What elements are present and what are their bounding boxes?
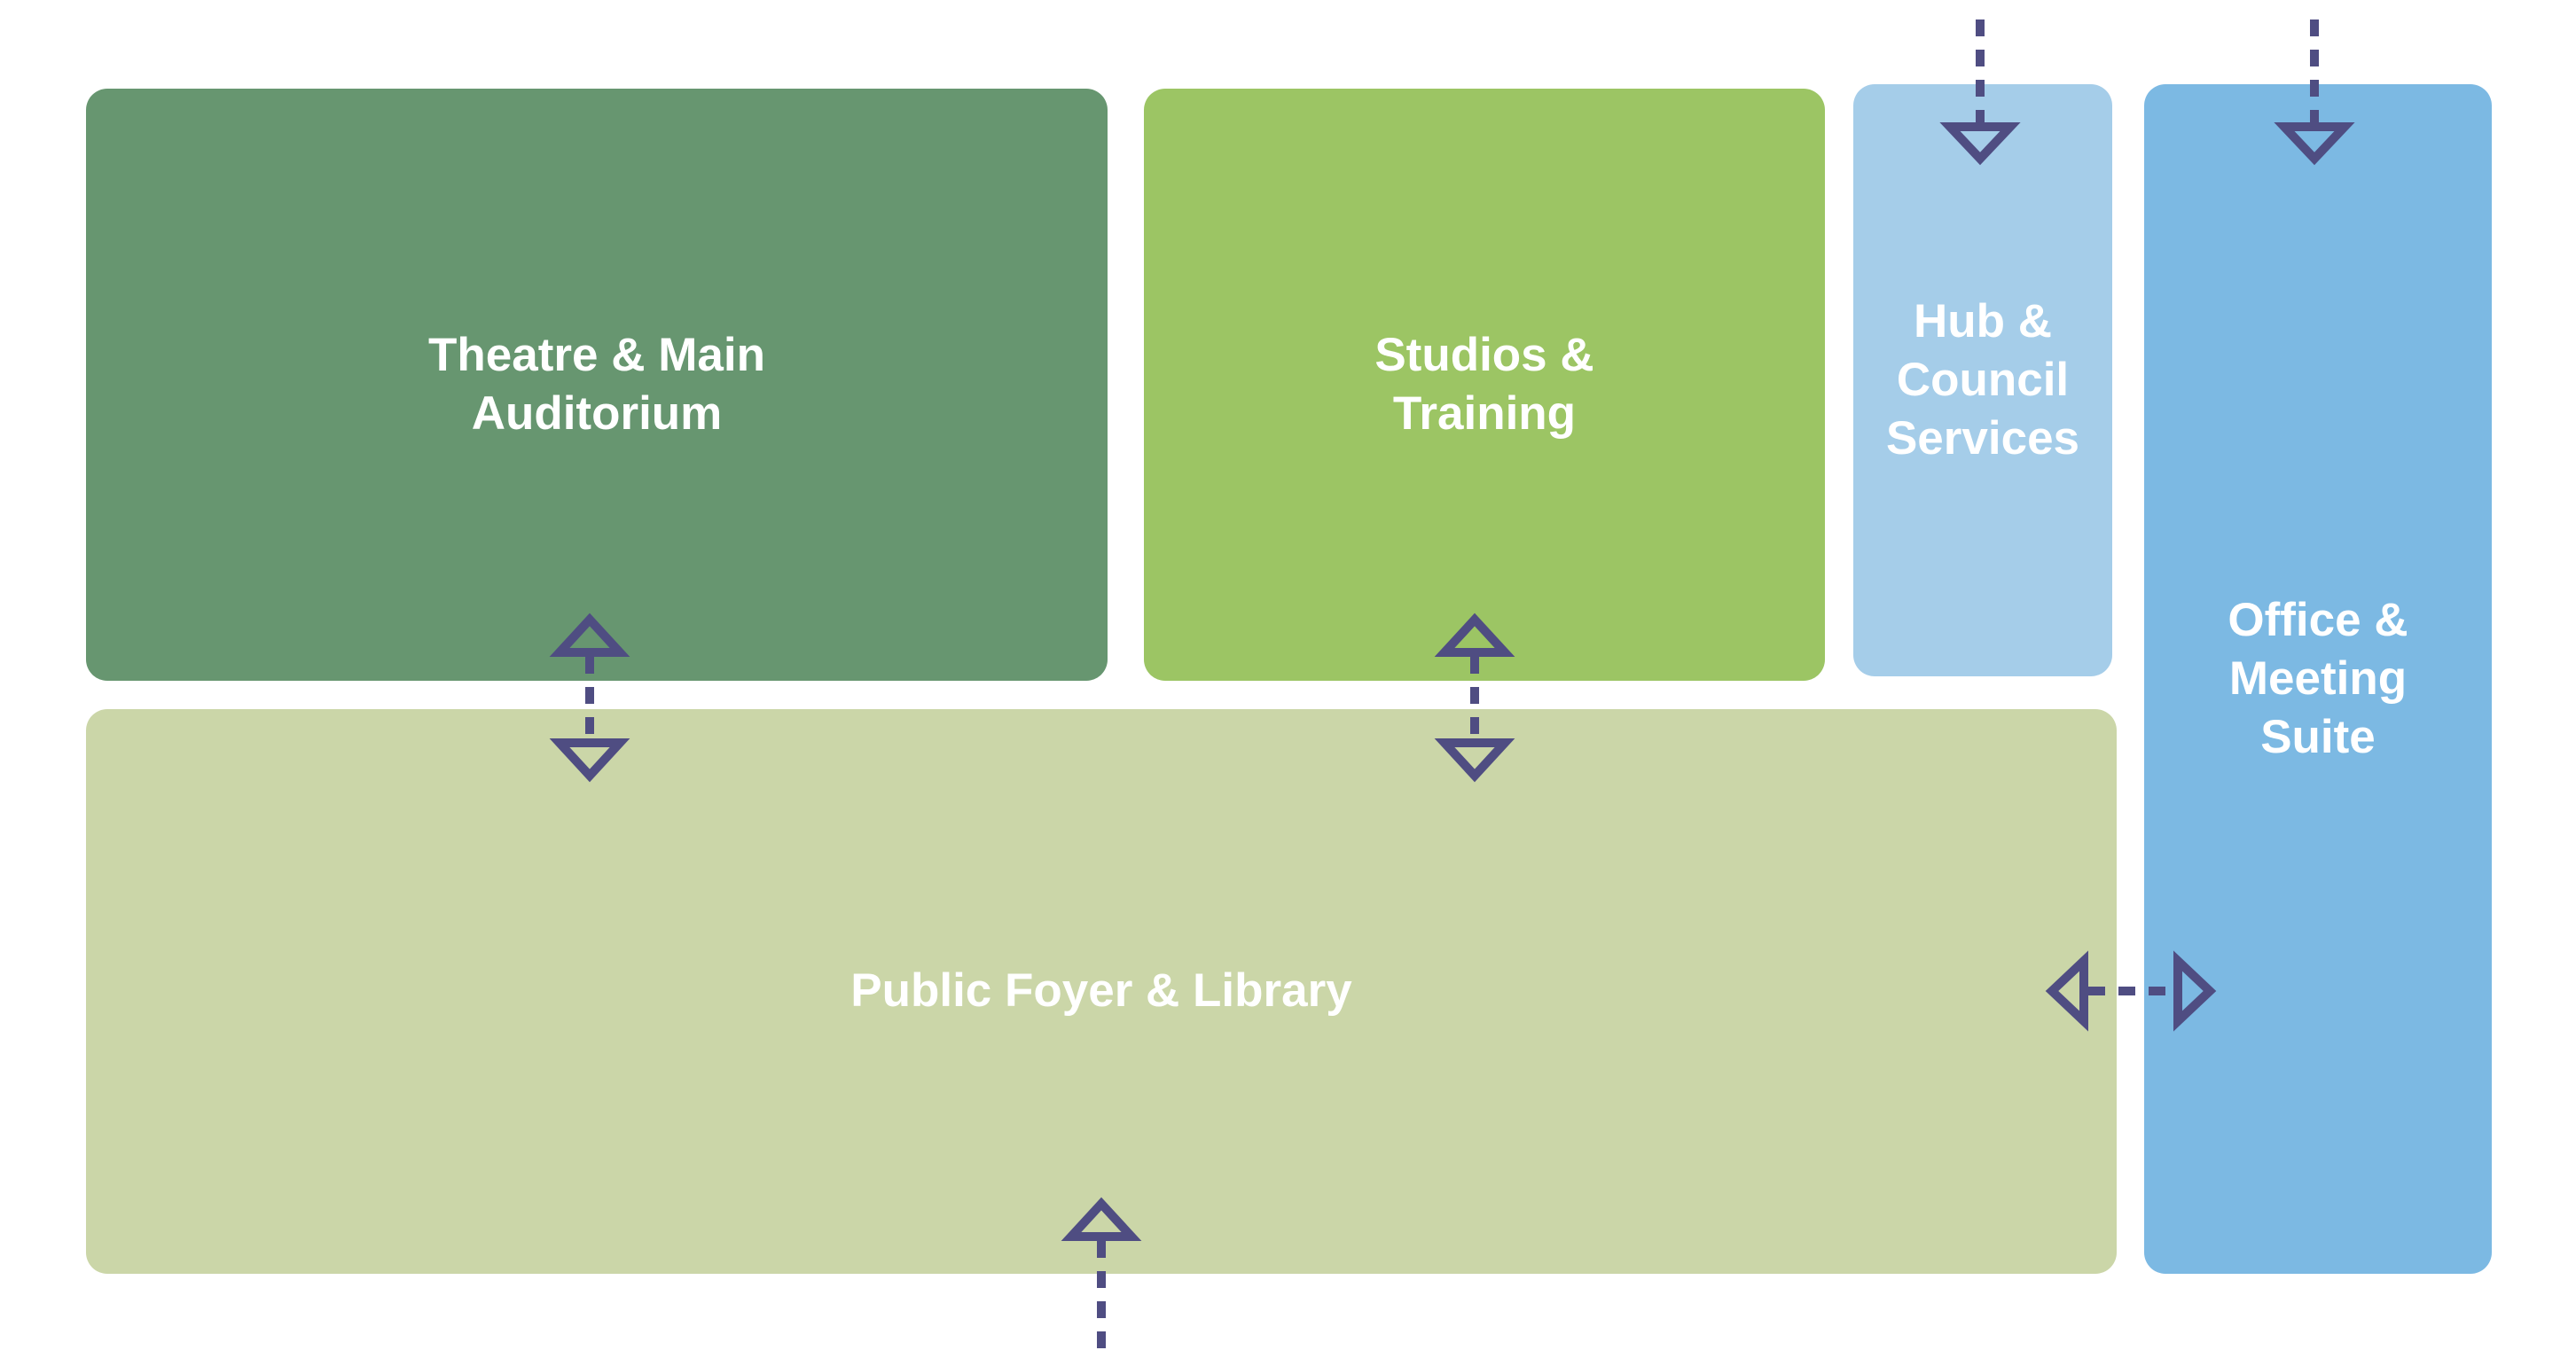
block-office-label: Office & Meeting Suite: [2228, 593, 2408, 764]
block-foyer-label: Public Foyer & Library: [850, 964, 1352, 1018]
block-public-foyer-library: Public Foyer & Library: [86, 709, 2117, 1274]
block-theatre-label: Theatre & Main Auditorium: [428, 328, 765, 440]
double-arrow-icon-foyer-office: [2045, 950, 2217, 1032]
block-hub-council-services: Hub & Council Services: [1853, 84, 2112, 676]
double-arrow-icon-theatre-foyer: [549, 613, 630, 783]
up-arrow-icon-entry-foyer: [1061, 1197, 1142, 1354]
down-arrow-icon-entry-office: [2274, 20, 2355, 166]
block-office-meeting-suite: Office & Meeting Suite: [2144, 84, 2492, 1274]
block-studios-label: Studios & Training: [1374, 328, 1594, 440]
block-theatre-main-auditorium: Theatre & Main Auditorium: [86, 89, 1108, 681]
down-arrow-icon-entry-hub: [1939, 20, 2021, 166]
block-hub-label: Hub & Council Services: [1885, 294, 2080, 465]
block-studios-training: Studios & Training: [1144, 89, 1825, 681]
double-arrow-icon-studios-foyer: [1434, 613, 1515, 783]
